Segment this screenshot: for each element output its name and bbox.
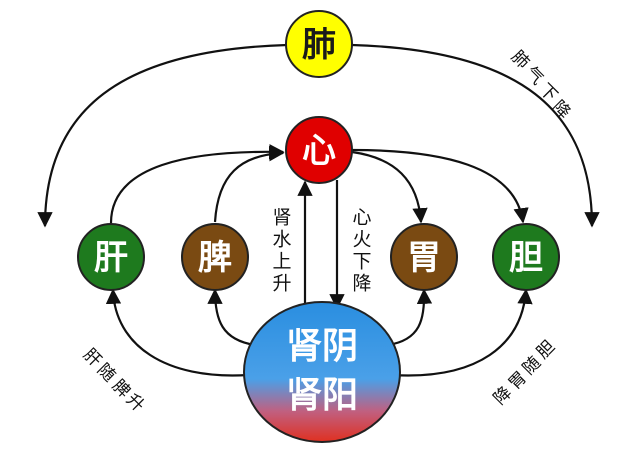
arrow-shen-to-pi <box>207 288 256 347</box>
arrow-pi-to-xin <box>213 145 285 223</box>
label-shen-up-char: 水 <box>272 229 291 251</box>
node-wei-label: 胃 <box>407 238 441 278</box>
node-xin: 心 <box>285 116 353 184</box>
node-shen: 肾阴 肾阳 <box>243 301 401 443</box>
arrow-xin-to-dan <box>351 148 529 224</box>
arrows <box>37 43 600 377</box>
node-shen-label-bottom: 肾阳 <box>286 375 358 416</box>
arrow-gan-to-xin <box>109 144 285 224</box>
label-shen-up-char: 升 <box>272 273 291 295</box>
node-gan: 肝 <box>77 223 145 291</box>
node-xin-label: 心 <box>302 131 336 171</box>
node-pi-label: 脾 <box>198 238 232 278</box>
node-dan: 胆 <box>492 223 560 291</box>
arrow-shen-to-gan <box>105 288 249 377</box>
node-shen-label-top: 肾阴 <box>286 326 358 367</box>
label-xin-down-char: 降 <box>352 273 371 295</box>
node-wei: 胃 <box>390 223 458 291</box>
arrow-fei-to-right <box>351 43 600 228</box>
label-shen-up-char: 上 <box>272 251 291 273</box>
label-xin-down-char: 火 <box>352 229 371 251</box>
label-shen-up-char: 肾 <box>272 207 291 229</box>
arrow-xin-to-wei <box>351 150 428 224</box>
node-gan-label: 肝 <box>94 238 128 278</box>
label-xin-down-char: 心 <box>352 207 371 229</box>
label-xin-down-char: 下 <box>352 251 371 273</box>
node-fei: 肺 <box>285 10 353 78</box>
arrow-fei-to-left <box>37 43 288 228</box>
node-fei-label: 肺 <box>302 25 336 65</box>
arrow-shen-to-wei <box>387 288 433 347</box>
node-dan-label: 胆 <box>509 238 543 278</box>
arrow-shen-to-dan <box>391 288 533 377</box>
node-pi: 脾 <box>181 223 249 291</box>
